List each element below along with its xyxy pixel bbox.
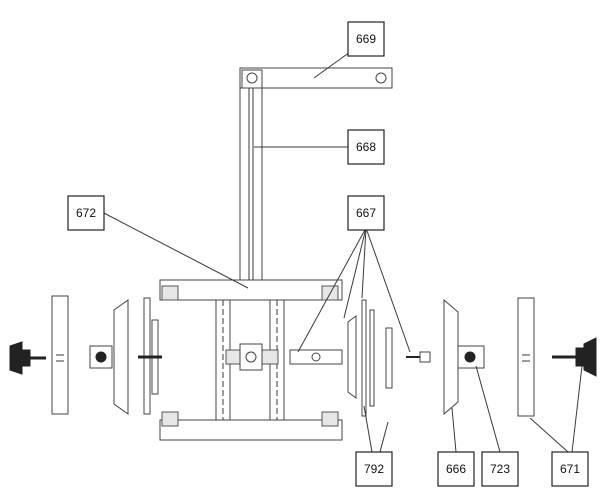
right-knob-671 [552,337,597,377]
callout-667: 667 [347,195,385,231]
left-disc-set [138,297,162,415]
callout-672-text: 672 [76,206,96,220]
right-plate-666 [443,298,459,416]
left-knob [9,341,46,375]
right-clamp-block-723 [457,345,485,369]
left-plate [113,299,129,415]
right-disc-set-792 [347,299,393,417]
callout-669-text: 669 [356,32,376,46]
leader-lines [101,51,583,453]
callout-792: 792 [355,451,393,487]
left-clamp-block [89,345,113,369]
left-pad [51,295,69,415]
top-arm-669 [239,67,393,89]
slide-block-667 [289,349,343,365]
callout-669: 669 [347,21,385,57]
callout-672: 672 [67,195,105,231]
callout-671: 671 [551,451,589,487]
vertical-post-668 [239,87,263,296]
callout-668: 668 [347,129,385,165]
callout-792-text: 792 [364,462,384,476]
callout-668-text: 668 [356,140,376,154]
callout-671-text: 671 [560,462,580,476]
right-pad-671 [517,297,535,417]
callout-666-text: 666 [446,462,466,476]
callout-667-text: 667 [356,206,376,220]
right-bolt [406,351,431,363]
callout-723-text: 723 [490,462,510,476]
main-frame [159,279,343,441]
callout-723: 723 [481,451,519,487]
callout-666: 666 [437,451,475,487]
